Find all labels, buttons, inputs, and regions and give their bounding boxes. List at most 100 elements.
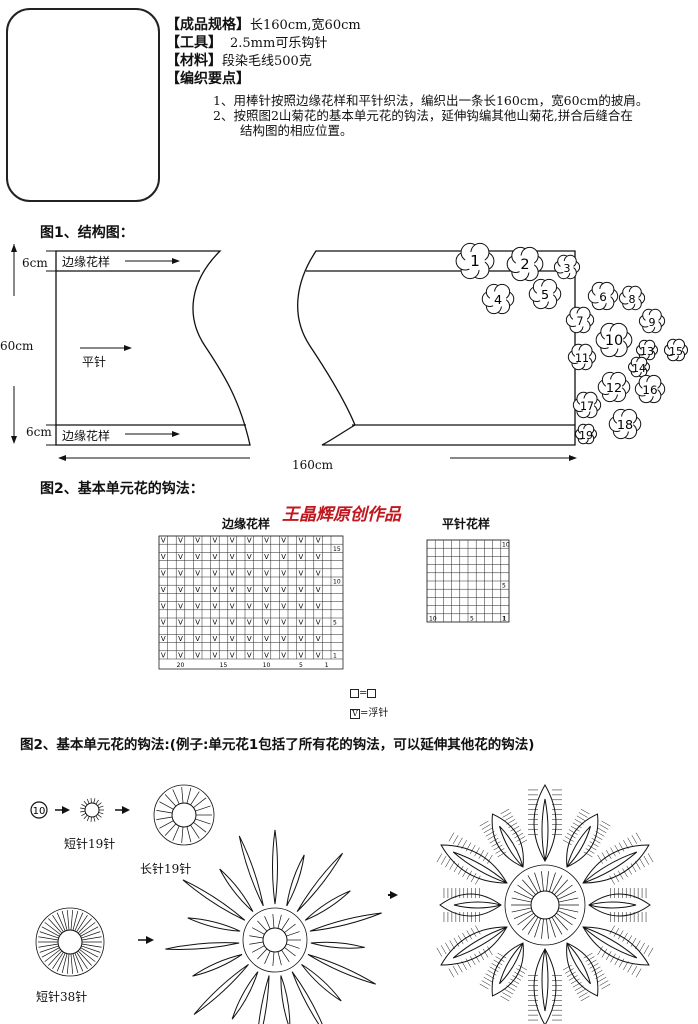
flower-13: 13 [636, 339, 658, 361]
float-stitch-mark: V [230, 652, 235, 660]
float-stitch-mark: V [299, 635, 304, 643]
petal-chain-loop [192, 953, 243, 977]
label-round-2: 长针19针 [140, 862, 192, 876]
final-petal-inner [582, 926, 638, 959]
float-stitch-mark: V [316, 652, 321, 660]
float-stitch-mark: V [161, 635, 166, 643]
float-stitch-mark: V [247, 619, 252, 627]
flower-number-5: 5 [541, 288, 549, 303]
float-stitch-mark: V [316, 537, 321, 545]
float-stitch-mark: V [178, 619, 183, 627]
flower-2: 2 [506, 246, 544, 282]
float-stitch-mark: V [178, 635, 183, 643]
flower-number-15: 15 [669, 345, 683, 358]
final-petal-inner [582, 851, 638, 884]
float-stitch-mark: V [195, 619, 200, 627]
edge-col-label: 1 [325, 662, 329, 669]
plain-row-label: 5 [502, 583, 506, 590]
float-stitch-mark: V [264, 570, 269, 578]
petal-chain-loop [307, 953, 376, 985]
flower-number-1: 1 [470, 252, 480, 270]
float-stitch-mark: V [264, 553, 269, 561]
round2-long-stitch-ring [156, 787, 212, 843]
flower-number-3: 3 [564, 262, 571, 275]
label-edge-top: 边缘花样 [62, 255, 111, 269]
float-stitch-mark: V [161, 586, 166, 594]
flower-9: 9 [638, 308, 666, 334]
float-stitch-mark: V [264, 652, 269, 660]
final-petal-outline [491, 813, 524, 868]
flower-number-8: 8 [629, 293, 636, 306]
float-stitch-mark: V [178, 602, 183, 610]
flower-number-9: 9 [649, 316, 656, 329]
legend-blank: = [350, 688, 377, 699]
float-stitch-mark: V [178, 570, 183, 578]
note-line-3: 结构图的相应位置。 [240, 123, 353, 138]
float-stitch-mark: V [178, 537, 183, 545]
edge-col-label: 20 [177, 662, 185, 669]
float-stitch-mark: V [230, 635, 235, 643]
petal-chain-loop [304, 890, 351, 921]
petal-chain-loop [301, 963, 342, 1002]
float-stitch-mark: V [230, 602, 235, 610]
flower-17: 17 [572, 391, 602, 419]
petal-chain-loop [286, 854, 305, 907]
plain-row-label: 1 [502, 616, 506, 623]
label-body: 平针 [82, 355, 107, 369]
float-stitch-mark: V [247, 537, 252, 545]
dim-length: 160cm [292, 458, 334, 472]
edge-row-label: 1 [333, 653, 337, 660]
petal-chain-loop [165, 942, 240, 950]
float-stitch-mark: V [281, 635, 286, 643]
edge-col-label: 15 [220, 662, 228, 669]
final-petal-outline [582, 844, 650, 884]
float-stitch-mark: V [281, 619, 286, 627]
float-stitch-mark: V [316, 553, 321, 561]
float-stitch-mark: V [247, 602, 252, 610]
float-stitch-mark: V [264, 635, 269, 643]
float-stitch-mark: V [264, 619, 269, 627]
plain-row-label: 10 [502, 542, 510, 549]
float-stitch-mark: V [316, 586, 321, 594]
float-stitch-mark: V [213, 652, 218, 660]
float-stitch-mark: V [195, 652, 200, 660]
float-stitch-mark: V [299, 619, 304, 627]
petal-chain-loop [309, 912, 382, 932]
float-stitch-mark: V [264, 586, 269, 594]
float-stitch-mark: V [281, 586, 286, 594]
float-stitch-mark: V [299, 652, 304, 660]
label-edge-bottom: 边缘花样 [62, 429, 111, 443]
dim-top-band: 6cm [22, 256, 48, 270]
edge-col-label: 10 [263, 662, 271, 669]
float-stitch-mark: V [161, 537, 166, 545]
float-stitch-mark: V [299, 553, 304, 561]
flower-10: 10 [595, 322, 633, 358]
final-petal-inner [452, 851, 508, 884]
petal-chain-loop [310, 941, 365, 949]
float-stitch-mark: V [316, 635, 321, 643]
round3-short-stitch-ring [38, 910, 102, 974]
flower-7: 7 [565, 306, 595, 334]
final-petal-outline [566, 942, 599, 997]
float-stitch-mark: V [161, 652, 166, 660]
petal-chain-loop [231, 971, 259, 1020]
plain-col-label: 10 [429, 616, 437, 623]
float-stitch-mark: V [178, 652, 183, 660]
float-stitch-mark: V [195, 553, 200, 561]
float-stitch-mark: V [316, 602, 321, 610]
flower-number-16: 16 [642, 383, 657, 397]
float-stitch-mark: V [213, 619, 218, 627]
final-petal-inner [499, 825, 524, 868]
edge-row-label: 5 [333, 620, 337, 627]
petal-chain-loop [193, 963, 249, 1015]
float-stitch-mark: V [213, 586, 218, 594]
flower-11: 11 [567, 343, 597, 371]
float-stitch-mark: V [161, 570, 166, 578]
flower-number-4: 4 [494, 293, 502, 308]
float-stitch-mark: V [281, 553, 286, 561]
final-petal-inner [499, 942, 524, 985]
spec-key-points: 【编织要点】 [166, 71, 250, 87]
final-petal-inner [452, 926, 508, 959]
float-stitch-mark: V [195, 570, 200, 578]
float-stitch-mark: V [230, 537, 235, 545]
